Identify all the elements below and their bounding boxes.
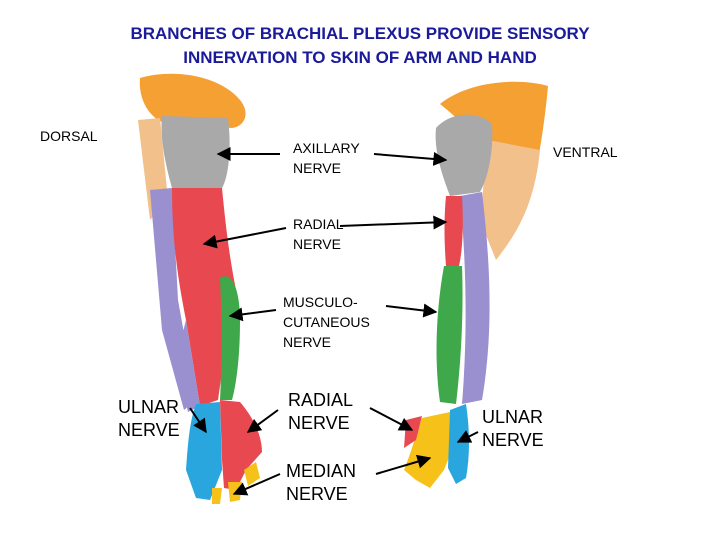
pointer-arrows bbox=[189, 147, 479, 496]
ventral-medial-cutaneous-region bbox=[460, 192, 490, 404]
dorsal-ulnar-hand-region bbox=[186, 402, 222, 500]
arrow-axillary-ventral bbox=[373, 151, 448, 166]
axillary-nerve-label: AXILLARY NERVE bbox=[293, 140, 360, 176]
ventral-radial-region bbox=[444, 196, 463, 270]
median-nerve-label: MEDIAN NERVE bbox=[286, 461, 357, 504]
diagram-title: BRANCHES OF BRACHIAL PLEXUS PROVIDE SENS… bbox=[0, 22, 720, 70]
ventral-ulnar-hand-region bbox=[448, 404, 469, 484]
dorsal-shoulder-region bbox=[139, 73, 246, 128]
arrow-musculocutaneous-ventral bbox=[385, 303, 438, 318]
ventral-axillary-region bbox=[435, 114, 493, 196]
arrow-radial-dorsal bbox=[202, 227, 287, 249]
arrow-median-ventral bbox=[375, 454, 432, 475]
ventral-chest-skin bbox=[480, 140, 540, 260]
arrow-radial-hand-ventral bbox=[369, 407, 414, 431]
arrow-radial-ventral bbox=[339, 215, 448, 230]
arrow-ulnar-dorsal bbox=[189, 407, 207, 434]
ventral-arm bbox=[404, 81, 548, 488]
ventral-view-label: VENTRAL bbox=[553, 144, 618, 160]
ulnar-nerve-right-label: ULNAR NERVE bbox=[482, 407, 544, 450]
arrow-ulnar-ventral bbox=[456, 430, 479, 443]
title-line-2: INNERVATION TO SKIN OF ARM AND HAND bbox=[183, 48, 537, 67]
ulnar-nerve-left-label: ULNAR NERVE bbox=[118, 397, 180, 440]
musculocutaneous-nerve-label: MUSCULO- CUTANEOUS NERVE bbox=[283, 294, 370, 350]
radial-nerve-upper-label: RADIAL NERVE bbox=[293, 216, 344, 252]
dorsal-forearm-ulnar-side bbox=[176, 320, 200, 412]
dorsal-view-label: DORSAL bbox=[40, 128, 98, 144]
dorsal-musculocutaneous-region bbox=[220, 276, 240, 400]
radial-nerve-lower-label: RADIAL NERVE bbox=[288, 390, 354, 433]
arrow-median-dorsal bbox=[232, 473, 281, 496]
dorsal-radial-region bbox=[172, 188, 236, 406]
arrow-musculocutaneous-dorsal bbox=[228, 307, 277, 322]
dorsal-axillary-region bbox=[161, 116, 230, 188]
arrow-radial-hand-dorsal bbox=[246, 409, 279, 433]
ventral-musculocutaneous-region bbox=[436, 266, 463, 404]
title-line-1: BRANCHES OF BRACHIAL PLEXUS PROVIDE SENS… bbox=[130, 24, 590, 43]
ventral-median-hand-region bbox=[404, 412, 456, 488]
